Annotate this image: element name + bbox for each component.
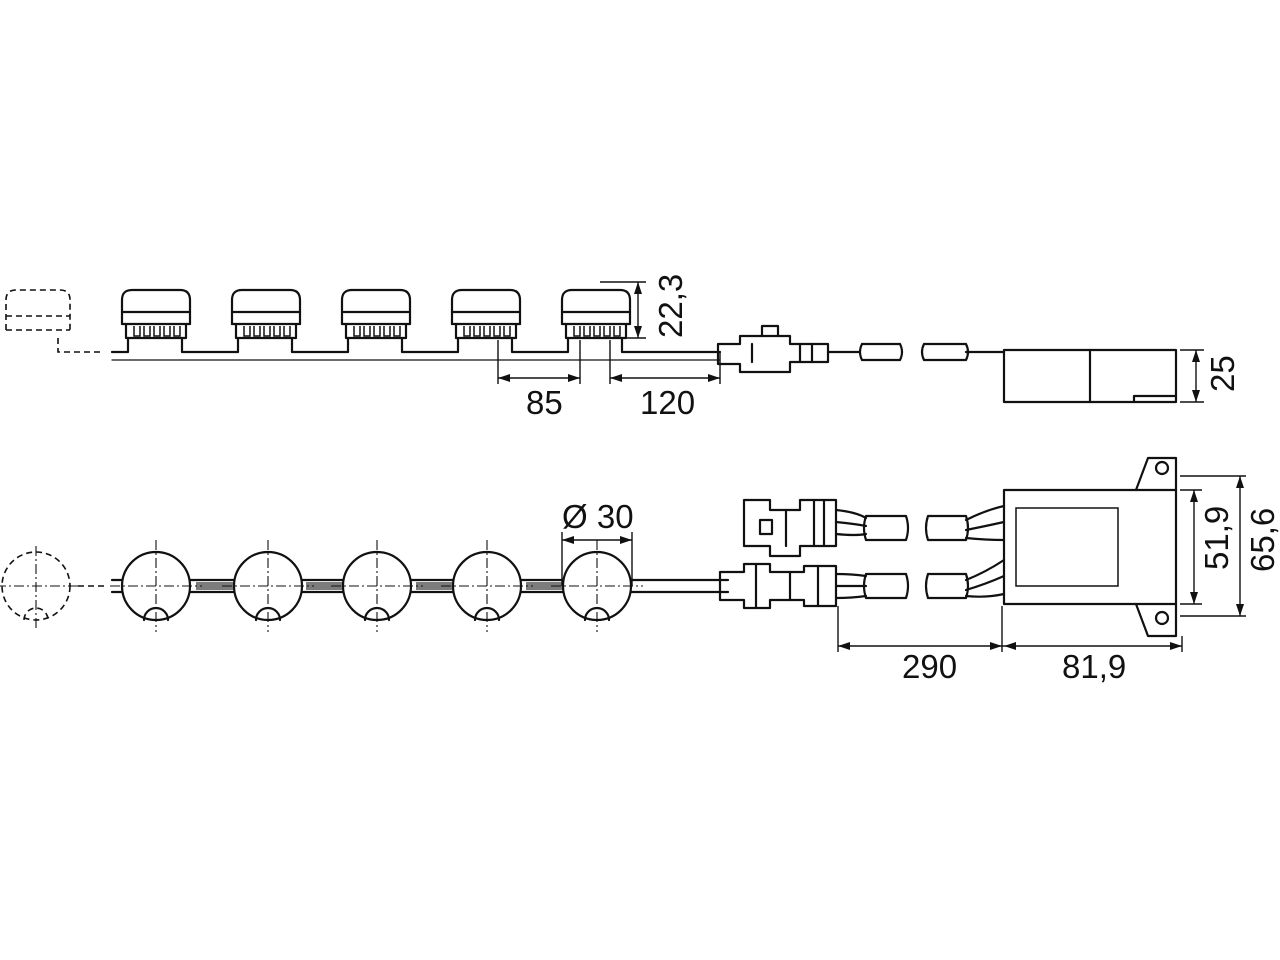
dim-box-length: 81,9 — [1062, 648, 1126, 685]
dim-pitch: 85 — [526, 384, 563, 421]
connector-side — [716, 324, 862, 374]
dim-box-width-outer: 65,6 — [1244, 508, 1280, 572]
dim-box-width-inner: 51,9 — [1198, 506, 1235, 570]
lamp-side-5 — [560, 288, 632, 340]
wires-upper — [834, 504, 1006, 542]
lamp-top-1 — [108, 538, 204, 634]
lamp-side-4 — [450, 288, 522, 340]
side-view: 85 120 22,3 25 — [5, 274, 1241, 421]
side-cable — [110, 336, 722, 354]
dim-cable-length: 290 — [902, 648, 957, 685]
phantom-lamp-side — [5, 289, 100, 353]
lamp-top-5 — [549, 538, 645, 634]
dim-lamp-height: 22,3 — [652, 274, 689, 338]
lamp-side-2 — [230, 288, 302, 340]
lamp-side-3 — [340, 288, 412, 340]
top-view: Ø 30 290 81,9 51,9 65,6 — [0, 456, 1280, 685]
dim-lamp-diameter: Ø 30 — [562, 498, 634, 535]
connector-lower — [718, 562, 838, 610]
connector-upper — [742, 498, 838, 558]
lamp-top-3 — [329, 538, 425, 634]
lamp-side-1 — [120, 288, 192, 340]
control-box-top — [1002, 456, 1178, 638]
wires-lower — [834, 558, 1006, 600]
dim-box-height: 25 — [1204, 355, 1241, 392]
dim-lead-length: 120 — [640, 384, 695, 421]
wire-break-side — [858, 342, 1006, 362]
lamp-top-4 — [439, 538, 535, 634]
control-box-side — [1002, 348, 1178, 404]
phantom-lamp-top — [0, 546, 106, 628]
lamp-top-2 — [220, 538, 316, 634]
